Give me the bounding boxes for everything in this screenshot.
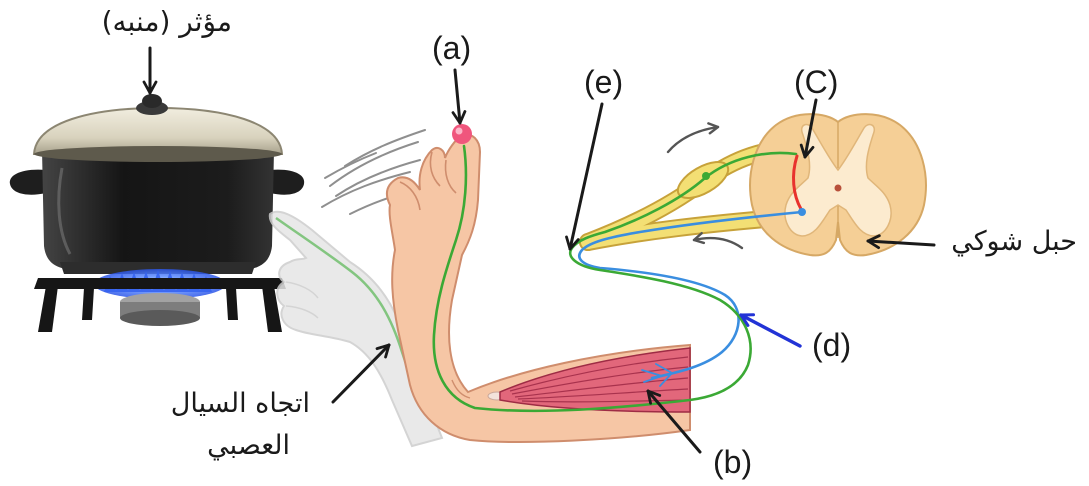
stand-leg-left [38,286,58,332]
stimulus-blob [452,124,472,144]
spinal-cord-cross-section [750,114,926,255]
label-d: (d) [812,329,851,361]
label-b: (b) [713,446,752,478]
pot-handle-left [10,170,46,195]
motion-line [325,153,376,178]
lid-rim [34,146,282,162]
spinal-cord-label: حبل شوكي [951,228,1077,255]
sensory-cell-body [702,172,710,180]
motor-cell-body [798,208,806,216]
cooking-pot [10,94,304,274]
efferent-direction-arrow [694,238,742,248]
stimulus-point [452,124,472,144]
label-e: (e) [584,66,623,98]
a-pointer-arrow [455,70,460,123]
e-pointer-arrow [570,104,602,249]
burner-head-bottom [120,310,200,326]
stimulus-label: مؤثر (منبه) [102,8,232,36]
label-a: (a) [432,32,471,64]
pot-body [42,150,274,270]
stand-top-bar [34,278,286,289]
stimulus-highlight [456,128,463,135]
lid-knob [142,94,162,108]
pot-handle-right [270,170,304,195]
stand-support-left [82,288,94,320]
gas-burner [34,269,286,332]
central-canal [835,185,842,192]
impulse-direction-label-line2: العصبي [207,432,290,459]
label-c: (C) [794,66,838,98]
impulse-direction-label-line1: اتجاه السيال [171,390,310,417]
stand-support-right [226,288,238,320]
afferent-direction-arrow [668,127,718,152]
